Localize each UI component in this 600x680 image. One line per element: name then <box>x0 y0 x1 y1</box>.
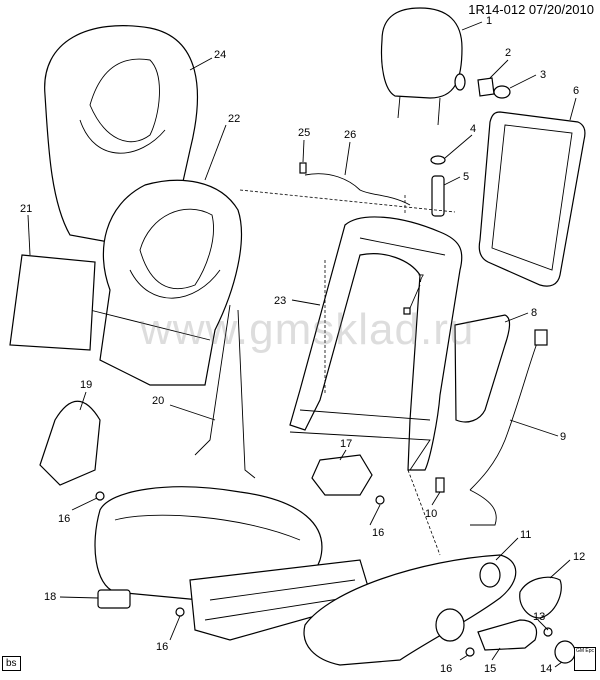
callout-12: 12 <box>573 551 585 563</box>
callout-3: 3 <box>540 69 546 81</box>
callout-10: 10 <box>425 508 437 520</box>
part-20-rod <box>194 304 256 479</box>
seat-frame <box>189 559 373 641</box>
callout-22: 22 <box>228 113 240 125</box>
callout-21: 21 <box>20 203 32 215</box>
part-25-clip <box>299 162 307 174</box>
part-7-clip <box>403 307 411 315</box>
callout-13: 13 <box>533 611 545 623</box>
part-14-cap <box>554 640 576 664</box>
callout-16b: 16 <box>372 527 384 539</box>
callout-23: 23 <box>274 295 286 307</box>
part-16-bolt-a <box>95 491 105 501</box>
part-6-back-panel <box>478 111 586 287</box>
part-18-track-end <box>97 589 131 609</box>
part-4-ring <box>430 155 446 165</box>
callout-17: 17 <box>340 438 352 450</box>
callout-19: 19 <box>80 379 92 391</box>
callout-11: 11 <box>520 529 531 541</box>
leader-lines <box>27 21 577 668</box>
part-5-headrest-guide <box>431 175 445 217</box>
callout-24: 24 <box>214 49 226 61</box>
callout-16c: 16 <box>156 641 168 653</box>
callout-8: 8 <box>531 307 537 319</box>
callout-18: 18 <box>44 591 56 603</box>
callout-15: 15 <box>484 663 496 675</box>
part-26-wire <box>304 173 411 206</box>
part-3-guide-cap <box>493 85 511 99</box>
part-19-recliner-cover <box>39 400 101 486</box>
part-2-guide <box>477 77 495 97</box>
callout-16a: 16 <box>58 513 70 525</box>
part-1-headrest <box>380 7 466 126</box>
gm-epc-logo: GM Epc <box>574 647 596 671</box>
part-12-knob <box>519 576 562 619</box>
part-23-seat-back-frame <box>289 216 463 471</box>
callout-9: 9 <box>560 431 566 443</box>
part-10-bolt <box>435 477 445 493</box>
part-9-harness <box>469 329 548 526</box>
part-13-screw <box>543 627 553 637</box>
callout-6: 6 <box>573 85 579 97</box>
callout-1: 1 <box>486 15 492 27</box>
callout-14: 14 <box>540 663 552 675</box>
callout-2: 2 <box>505 47 511 59</box>
part-16-bolt-c <box>175 607 185 617</box>
part-11-side-shield <box>303 554 517 666</box>
part-16-bolt-d <box>465 647 475 657</box>
part-16-bolt-b <box>375 495 385 505</box>
part-15-handle <box>477 619 538 651</box>
callout-25: 25 <box>298 127 310 139</box>
corner-tag: bs <box>2 656 21 671</box>
part-8-side-module <box>454 314 511 423</box>
diagram-code: 1R14-012 07/20/2010 <box>468 2 594 17</box>
callouts: 1 2 3 4 5 6 7 8 9 10 11 12 13 14 15 16 1… <box>20 15 585 675</box>
callout-5: 5 <box>463 171 469 183</box>
callout-20: 20 <box>152 395 164 407</box>
watermark: www.gmsklad.ru <box>140 305 475 354</box>
part-17-bracket <box>311 454 373 496</box>
callout-7: 7 <box>418 273 424 285</box>
part-21-back-pad <box>9 254 96 351</box>
logo-text: GM Epc <box>575 648 595 654</box>
callout-26: 26 <box>344 129 356 141</box>
callout-16d: 16 <box>440 663 452 675</box>
callout-4: 4 <box>470 123 476 135</box>
part-22-seat-back-pad <box>89 179 243 386</box>
